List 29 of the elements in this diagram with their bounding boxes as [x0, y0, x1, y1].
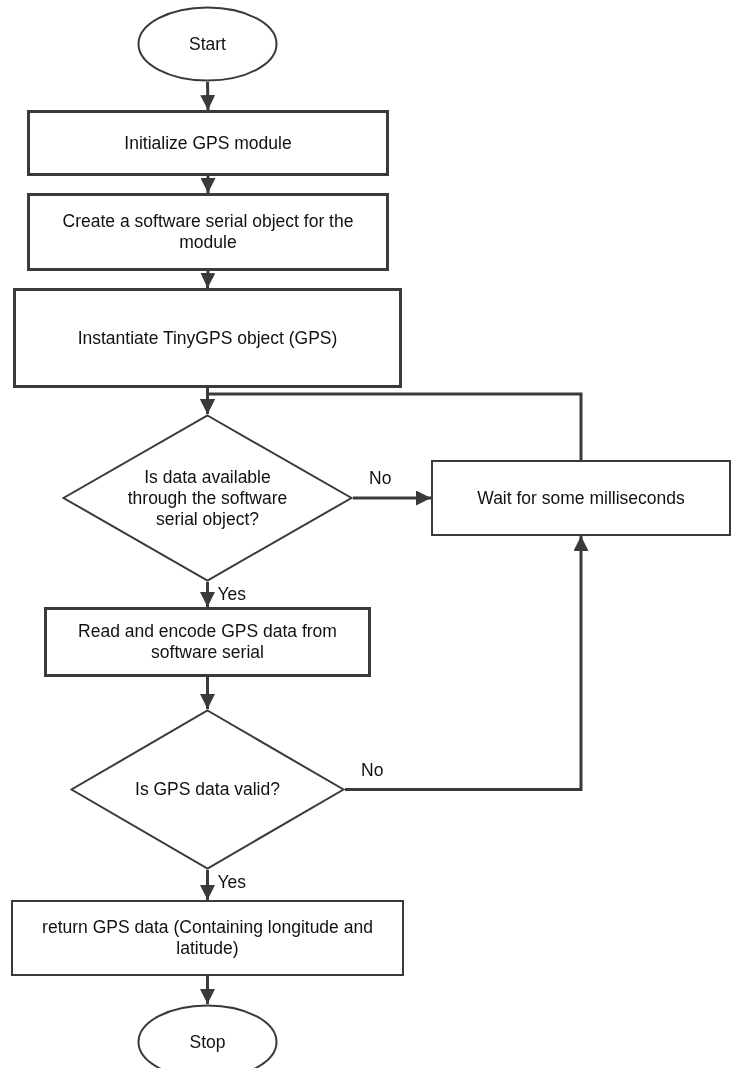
arrow	[200, 270, 216, 289]
terminal-oval	[137, 6, 278, 82]
process-box	[11, 900, 404, 976]
node-text: Initialize GPS module	[124, 132, 292, 154]
process-box	[27, 193, 389, 271]
node-text: Stop	[189, 1031, 226, 1053]
process-box	[13, 288, 402, 388]
node-text: Create a software serial object for the module	[61, 211, 355, 253]
node-text: Is GPS data valid?	[135, 779, 280, 800]
node-text: Instantiate TinyGPS object (GPS)	[77, 327, 338, 349]
node-text: Start	[189, 33, 226, 55]
node-text: Wait for some milliseconds	[477, 487, 685, 509]
arrow	[353, 490, 431, 506]
arrow	[200, 976, 215, 1004]
process-box	[44, 607, 371, 677]
process-box	[27, 110, 389, 176]
node-text: return GPS data (Containing longitude and latitude)	[41, 917, 374, 959]
node-text: Read and encode GPS data from software serial	[77, 621, 338, 663]
arrow	[200, 176, 216, 193]
arrow	[345, 536, 589, 791]
process-box	[431, 460, 731, 536]
decision-diamond	[62, 414, 353, 582]
arrow	[200, 582, 215, 607]
arrow	[200, 81, 216, 111]
arrow	[200, 677, 215, 709]
decision-diamond	[70, 709, 345, 870]
node-text: Is data available through the software serial object?	[126, 466, 289, 530]
arrow	[200, 392, 583, 460]
arrow	[200, 870, 215, 900]
